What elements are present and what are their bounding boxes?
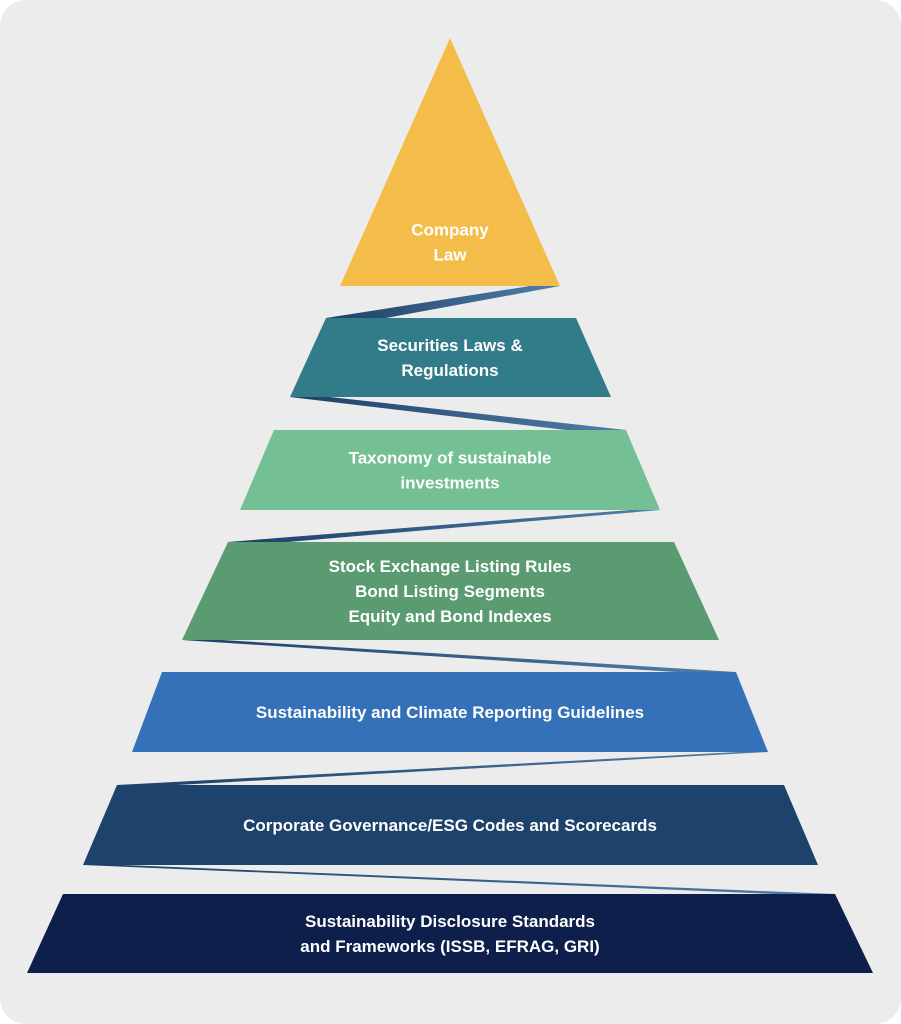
- ribbon-connectors: [83, 286, 835, 894]
- tier-label-securities-laws: Securities Laws & Regulations: [377, 336, 523, 380]
- tier-shape-securities-laws: [290, 318, 611, 397]
- tier-label-line: Taxonomy of sustainable: [349, 449, 552, 468]
- ribbon-connector-2: [290, 397, 626, 430]
- tier-label-line: Bond Listing Segments: [355, 582, 545, 601]
- tier-shape-taxonomy: [240, 430, 660, 510]
- tier-label-line: Sustainability Disclosure Standards: [305, 912, 595, 931]
- tier-label-line: investments: [400, 474, 499, 493]
- ribbon-connector-6: [83, 865, 835, 894]
- tier-shape-listing-rules: [182, 542, 719, 640]
- tier-label-line: Equity and Bond Indexes: [348, 607, 551, 626]
- tier-label-reporting-guidelines: Sustainability and Climate Reporting Gui…: [256, 703, 644, 722]
- ribbon-connector-3: [228, 510, 660, 542]
- tier-shape-reporting-guidelines: [132, 672, 768, 752]
- tier-governance-codes: Corporate Governance/ESG Codes and Score…: [83, 785, 818, 865]
- tier-label-line: Regulations: [401, 361, 498, 380]
- tier-label-line: Corporate Governance/ESG Codes and Score…: [243, 816, 657, 835]
- tier-taxonomy: Taxonomy of sustainable investments: [240, 430, 660, 510]
- tier-securities-laws: Securities Laws & Regulations: [290, 318, 611, 397]
- tier-label-line: Securities Laws &: [377, 336, 523, 355]
- ribbon-connector-5: [117, 752, 768, 785]
- tier-shape-company-law: [340, 38, 560, 286]
- ribbon-connector-4: [182, 640, 736, 672]
- tier-label-taxonomy: Taxonomy of sustainable investments: [349, 449, 552, 493]
- tier-shape-governance-codes: [83, 785, 818, 865]
- tier-label-line: Law: [433, 246, 467, 265]
- tier-disclosure-standards: Sustainability Disclosure Standards and F…: [27, 894, 873, 973]
- tier-label-disclosure-standards: Sustainability Disclosure Standards and F…: [300, 912, 599, 956]
- tier-label-line: Sustainability and Climate Reporting Gui…: [256, 703, 644, 722]
- tier-shape-disclosure-standards: [27, 894, 873, 973]
- tier-label-line: and Frameworks (ISSB, EFRAG, GRI): [300, 937, 599, 956]
- tier-label-governance-codes: Corporate Governance/ESG Codes and Score…: [243, 816, 657, 835]
- tier-label-line: Company: [411, 221, 489, 240]
- tier-reporting-guidelines: Sustainability and Climate Reporting Gui…: [132, 672, 768, 752]
- tier-label-line: Stock Exchange Listing Rules: [329, 557, 572, 576]
- ribbon-connector-1: [326, 286, 560, 318]
